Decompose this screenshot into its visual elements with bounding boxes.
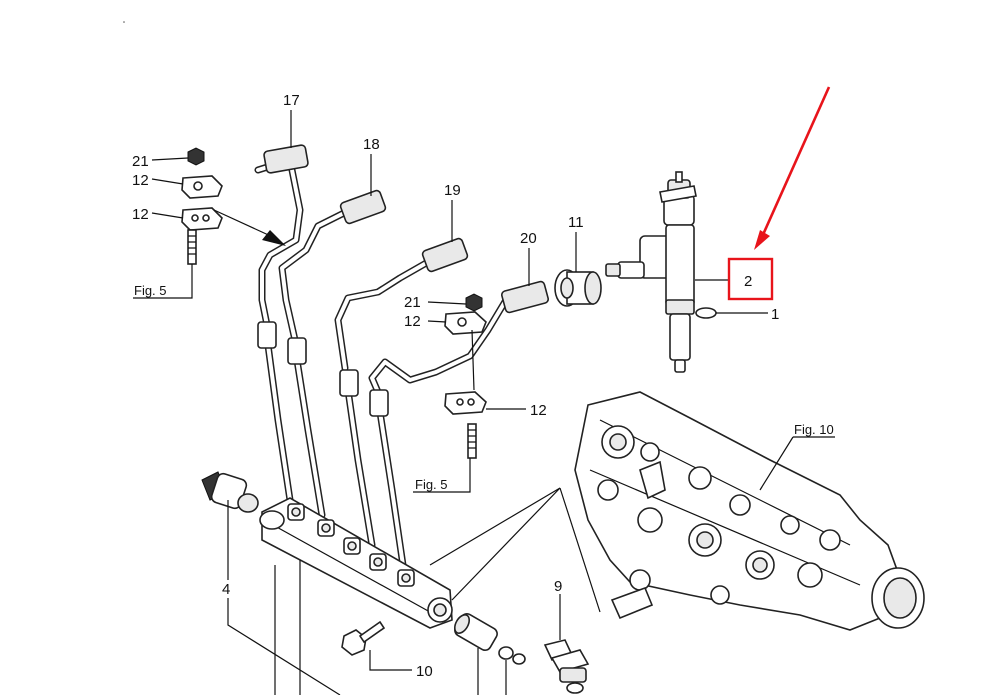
callout-10: 10 [416,663,433,680]
callout-12-center-lower: 12 [530,402,547,419]
seal-11 [554,269,602,307]
injector-2 [605,171,697,373]
callout-4: 4 [222,581,230,598]
clamp-plate-12-center-upper [444,311,487,335]
callout-12-upper-left: 12 [132,172,149,189]
pressure-sensor-4 [201,471,259,513]
clamp-nut-21-left [187,147,205,166]
callout-18: 18 [363,136,380,153]
banjo-fitting-9 [543,639,590,694]
callout-21-center: 21 [404,294,421,311]
pipe-nut-20 [369,280,549,417]
highlight-arrow-head [754,230,770,250]
highlight-arrow [760,86,831,238]
clamp-plate-12-upper-left [181,175,223,199]
clamp-plate-12-center-lower [444,391,487,415]
callout-12-center-upper: 12 [404,313,421,330]
stud-bolt-center [467,423,477,459]
callout-19: 19 [444,182,461,199]
cylinder-head-fig10 [574,391,925,631]
stud-bolt-left [187,229,197,265]
callout-2: 2 [744,273,752,290]
injection-pipe-20 [368,296,510,576]
callout-1: 1 [771,306,779,323]
injection-pipe-19 [334,258,432,549]
scan-speck [123,21,125,23]
pipe-nut-17 [257,144,309,349]
leader-lines [133,110,835,695]
callout-21-left: 21 [132,153,149,170]
highlight-callout-2: 2 [727,86,831,301]
clamp-nut-21-center [465,293,483,312]
callout-11: 11 [568,214,584,231]
callout-17: 17 [283,92,300,109]
highlight-box [727,257,774,301]
callout-12-lower-left: 12 [132,206,149,223]
callout-20: 20 [520,230,537,247]
callout-9: 9 [554,578,562,595]
common-rail [259,497,453,629]
fig5-ref-left: Fig. 5 [134,283,167,298]
injection-pipe-18 [278,206,354,519]
relief-valve [453,613,498,651]
bolt-10 [341,620,386,656]
gasket-washers [498,646,526,665]
fig10-ref: Fig. 10 [794,422,834,437]
pipe-nut-18 [287,189,387,365]
washer-1 [695,307,717,319]
fig5-ref-center: Fig. 5 [415,477,448,492]
clamp-plate-12-lower-left [181,207,223,231]
pipe-nut-19 [339,237,469,397]
